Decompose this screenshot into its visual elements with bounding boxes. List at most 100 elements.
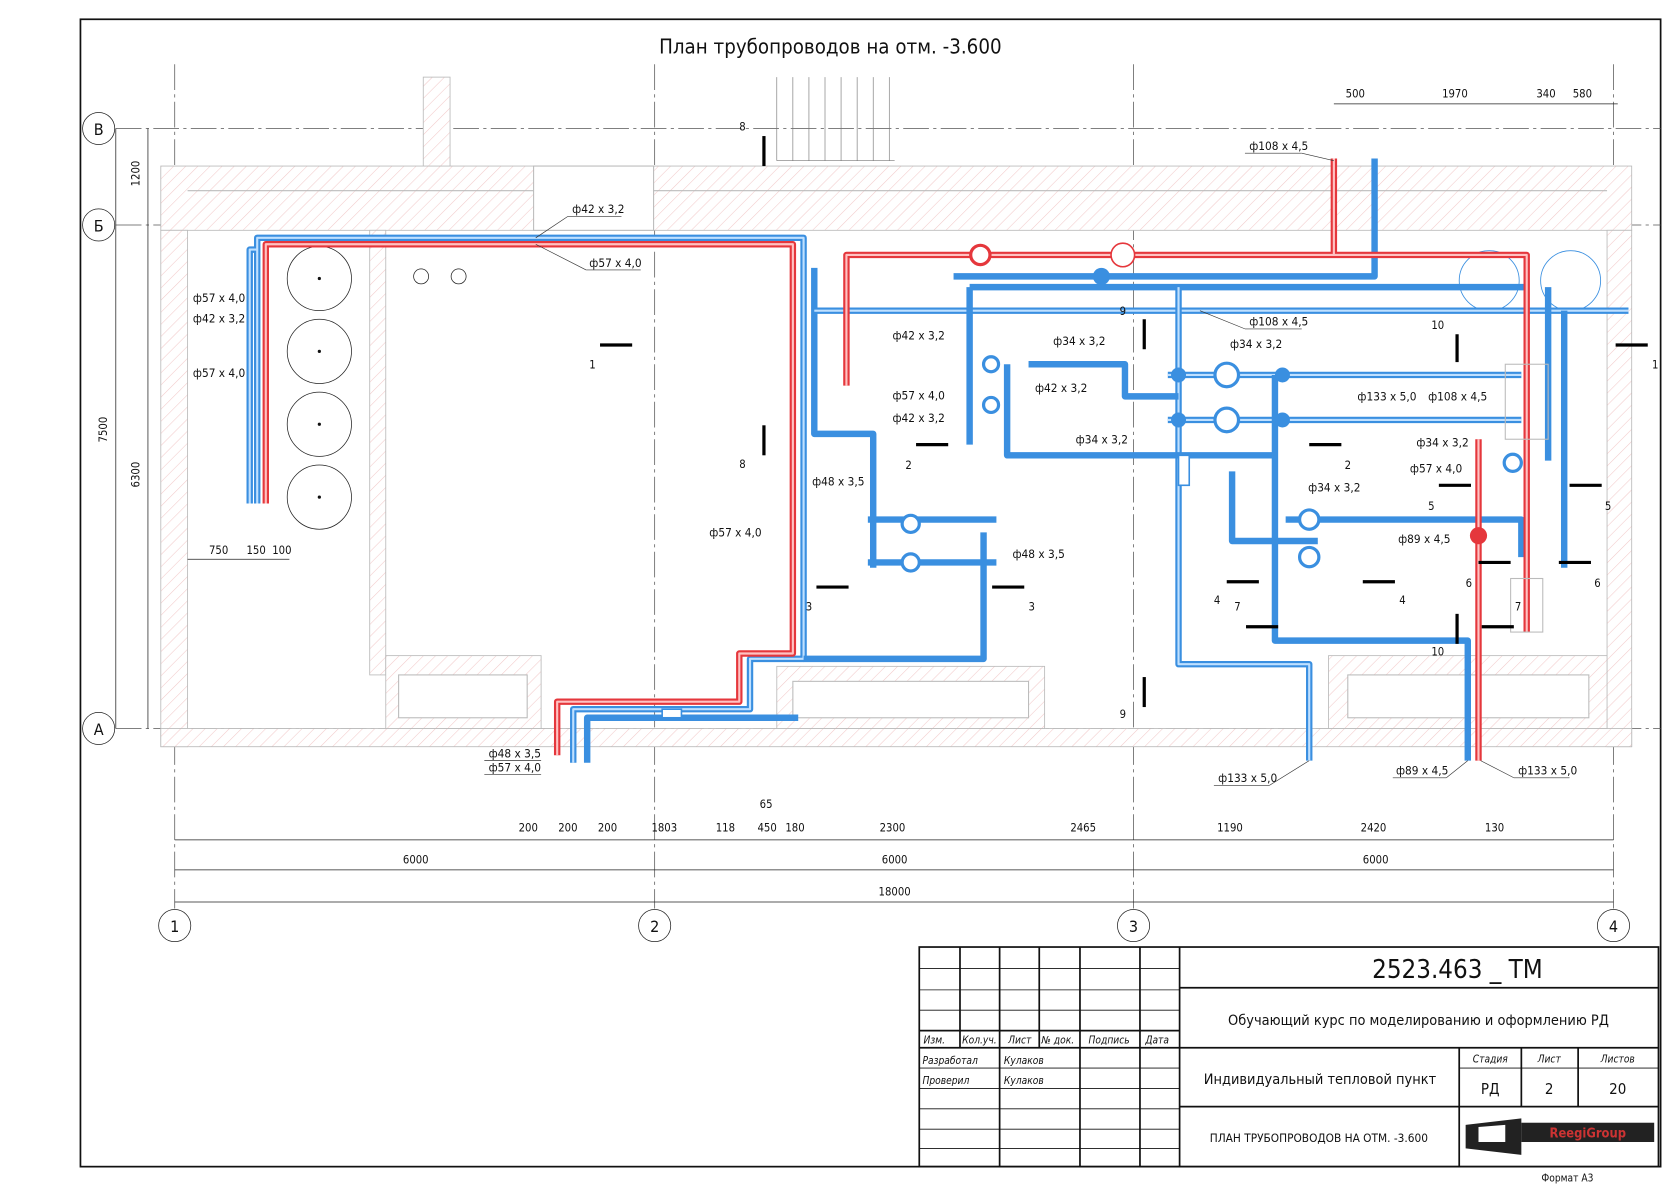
drawing-label: ф57 х 4,0: [193, 291, 246, 305]
drawing-label: ф57 х 4,0: [193, 366, 246, 380]
sheet-label: Лист: [1537, 1055, 1562, 1066]
drawing-label: 200: [598, 821, 617, 834]
sheets-label: Листов: [1600, 1055, 1635, 1066]
drawing-label: 7500: [97, 417, 110, 443]
header-izm: Изм.: [924, 1035, 946, 1046]
drawing-label: 2: [1345, 459, 1351, 472]
drawing-label: 10: [1431, 646, 1444, 659]
gauge-icons: [413, 268, 467, 285]
section-marks: 1 1 2 2 3 3 4 4 5 5 6 6 7 7 8 8 9 9 10 1…: [589, 121, 1658, 721]
drawing-label: ф57 х 4,0: [489, 760, 542, 774]
drawing-label: 500: [1346, 87, 1365, 100]
developed-label: Разработал: [922, 1056, 978, 1067]
developed-name: Кулаков: [1004, 1056, 1044, 1067]
drawing-label: 6000: [882, 853, 908, 866]
drawing-label: ф48 х 3,5: [489, 746, 541, 760]
drawing-label: ф42 х 3,2: [572, 202, 624, 216]
drawing-label: ф133 х 5,0: [1218, 771, 1277, 785]
drawing-label: 9: [1120, 708, 1126, 721]
drawing-label: ф34 х 3,2: [1053, 334, 1105, 348]
drawing-label: 2300: [880, 821, 906, 834]
drawing-label: ф57 х 4,0: [892, 389, 945, 403]
drawing-label: 8: [739, 121, 745, 134]
drawing-label: 5: [1428, 500, 1434, 513]
drawing-label: 6300: [129, 462, 142, 488]
axis-col-3: 3: [1129, 917, 1138, 936]
drawing-label: 7: [1234, 601, 1240, 614]
drawing-label: ф57 х 4,0: [709, 526, 762, 540]
drawing-label: 2: [905, 459, 911, 472]
drawing-label: 6: [1594, 577, 1600, 590]
drawing-label: 18000: [879, 886, 911, 899]
drawing-label: ReegiGroup: [1550, 1127, 1626, 1142]
supply-pipes[interactable]: [262, 158, 1530, 761]
drawing-label: 580: [1573, 87, 1592, 100]
drawing-label: 9: [1120, 305, 1126, 318]
course-title: Обучающий курс по моделированию и оформл…: [1228, 1013, 1609, 1029]
drawing-label: 1803: [651, 821, 677, 834]
leader-lines: [484, 152, 1570, 786]
drawing-label: ф34 х 3,2: [1076, 433, 1128, 447]
drawing-label: ф133 х 5,0: [1357, 390, 1416, 404]
axis-col-1: 1: [170, 917, 179, 936]
drawing-label: ф42 х 3,2: [892, 329, 944, 343]
drawing-label: ф57 х 4,0: [589, 256, 642, 270]
drawing-label: 180: [785, 821, 804, 834]
drawing-label: ф34 х 3,2: [1230, 337, 1282, 351]
drawing-label: ф34 х 3,2: [1416, 436, 1468, 450]
sheet-title: ПЛАН ТРУБОПРОВОДОВ НА ОТМ. -3.600: [1210, 1131, 1428, 1145]
title-block: Изм. Кол.уч. Лист № док. Подпись Дата Ра…: [918, 946, 1660, 1185]
axis-bubbles: В Б А 1 2 3 4: [82, 112, 1630, 943]
drawing-label: 1200: [129, 161, 142, 187]
drawing-label: 2465: [1070, 821, 1096, 834]
drawing-label: ф133 х 5,0: [1518, 764, 1577, 778]
drawing-label: 1970: [1442, 87, 1468, 100]
drawing-label: 7: [1515, 601, 1521, 614]
header-date: Дата: [1144, 1035, 1169, 1046]
drawing-label: ф42 х 3,2: [193, 311, 245, 325]
sheets-value: 20: [1609, 1080, 1626, 1098]
drawing-label: 100: [272, 544, 291, 557]
header-sign: Подпись: [1089, 1035, 1130, 1046]
drawing-label: 750: [209, 544, 228, 557]
drawing-label: 6000: [1363, 853, 1389, 866]
company-logo: ReegiGroup: [1465, 1118, 1655, 1155]
drawing-label: ф42 х 3,2: [892, 411, 944, 425]
drawing-label: 4: [1399, 594, 1405, 607]
drawing-label: 150: [247, 544, 266, 557]
checked-label: Проверил: [922, 1076, 969, 1087]
drawing-label: ф89 х 4,5: [1396, 764, 1448, 778]
dimensions: 500 1970 340 580 1200 7500 6300 750 150 …: [97, 87, 1618, 903]
drawing-label: 2420: [1361, 821, 1387, 834]
drawing-label: ф48 х 3,5: [1012, 547, 1064, 561]
drawing-label: 1: [589, 359, 595, 372]
checked-name: Кулаков: [1004, 1076, 1044, 1087]
axis-row-b: Б: [94, 216, 104, 235]
drawing-label: 3: [1029, 601, 1035, 614]
drawing-label: ф42 х 3,2: [1035, 381, 1087, 395]
drawing-label: 130: [1485, 821, 1504, 834]
drawing-label: 1: [1652, 359, 1658, 372]
axis-col-4: 4: [1609, 917, 1618, 936]
drawing-label: ф34 х 3,2: [1308, 481, 1360, 495]
format-label: Формат А3: [1541, 1174, 1593, 1185]
drawing-label: 6: [1466, 577, 1472, 590]
drawing-label: 340: [1536, 87, 1555, 100]
header-list: Лист: [1007, 1035, 1032, 1046]
drawing-label: 6000: [403, 853, 429, 866]
axis-row-v: В: [94, 120, 104, 139]
drawing-label: 65: [760, 798, 773, 811]
drawing-label: 5: [1605, 500, 1611, 513]
valves-fittings[interactable]: [661, 242, 1549, 719]
drawing-label: 8: [739, 458, 745, 471]
drawing-label: ф89 х 4,5: [1398, 532, 1450, 546]
axis-col-2: 2: [650, 917, 659, 936]
staircase: [776, 77, 895, 162]
sheet-value: 2: [1545, 1080, 1554, 1098]
sheet-frame: [79, 18, 1662, 1168]
return-pipes[interactable]: [246, 158, 1629, 763]
document-code: 2523.463 _ ТМ: [1372, 955, 1543, 985]
object-title: Индивидуальный тепловой пункт: [1204, 1072, 1437, 1088]
expansion-tanks[interactable]: [286, 246, 352, 530]
